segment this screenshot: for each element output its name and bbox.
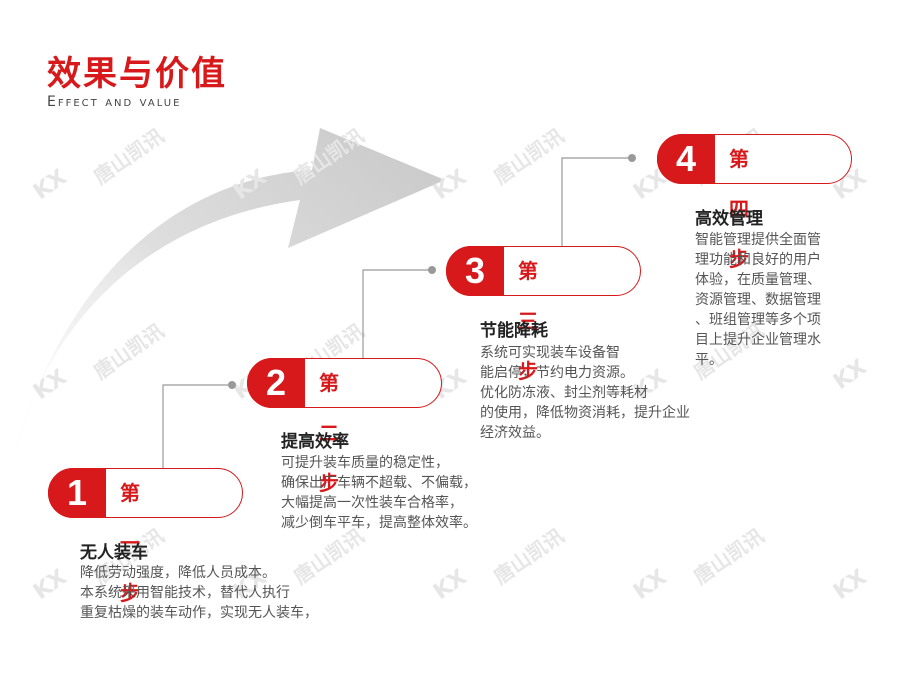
step-label: 第二步: [319, 371, 339, 495]
step-2-heading: 提高效率: [281, 432, 349, 452]
step-number: 1: [48, 468, 106, 518]
page-title: 效果与价值: [47, 54, 227, 94]
step-number: 2: [247, 358, 305, 408]
page-subtitle: Effect and value: [47, 94, 182, 110]
step-label: 第四步: [729, 147, 749, 271]
step-label: 第一步: [120, 481, 140, 605]
step-3-heading: 节能降耗: [480, 321, 548, 341]
step-1-description: 降低劳动强度，降低人员成本。 本系统采用智能技术，替代人执行 重复枯燥的装车动作…: [80, 565, 318, 621]
step-3-description: 系统可实现装车设备智 能启停，节约电力资源。 优化防冻液、封尘剂等耗材 的使用，…: [480, 345, 690, 441]
svg-text:KX: KX: [29, 565, 71, 605]
svg-text:KX: KX: [829, 355, 871, 395]
step-label: 第三步: [518, 259, 538, 383]
step-4-heading: 高效管理: [695, 209, 763, 229]
svg-text:唐山凯讯: 唐山凯讯: [89, 319, 168, 385]
svg-text:KX: KX: [29, 365, 71, 405]
step-4-description: 智能管理提供全面管 理功能和良好的用户 体验，在质量管理、 资源管理、数据管理 …: [695, 232, 821, 368]
svg-text:KX: KX: [629, 565, 671, 605]
svg-text:唐山凯讯: 唐山凯讯: [89, 124, 168, 190]
step-number: 3: [446, 246, 504, 296]
curved-arrow: [8, 128, 445, 480]
svg-text:KX: KX: [429, 165, 471, 205]
svg-text:唐山凯讯: 唐山凯讯: [689, 524, 768, 590]
step-number: 4: [657, 134, 715, 184]
svg-text:唐山凯讯: 唐山凯讯: [489, 524, 568, 590]
svg-text:KX: KX: [29, 165, 71, 205]
step-2-description: 可提升装车质量的稳定性， 确保出厂车辆不超载、不偏载， 大幅提高一次性装车合格率…: [281, 455, 477, 531]
svg-text:唐山凯讯: 唐山凯讯: [489, 124, 568, 190]
svg-text:KX: KX: [429, 565, 471, 605]
step-1-heading: 无人装车: [80, 543, 148, 563]
connector-dots: [228, 154, 636, 389]
svg-text:KX: KX: [829, 565, 871, 605]
connector-lines: [162, 157, 632, 468]
